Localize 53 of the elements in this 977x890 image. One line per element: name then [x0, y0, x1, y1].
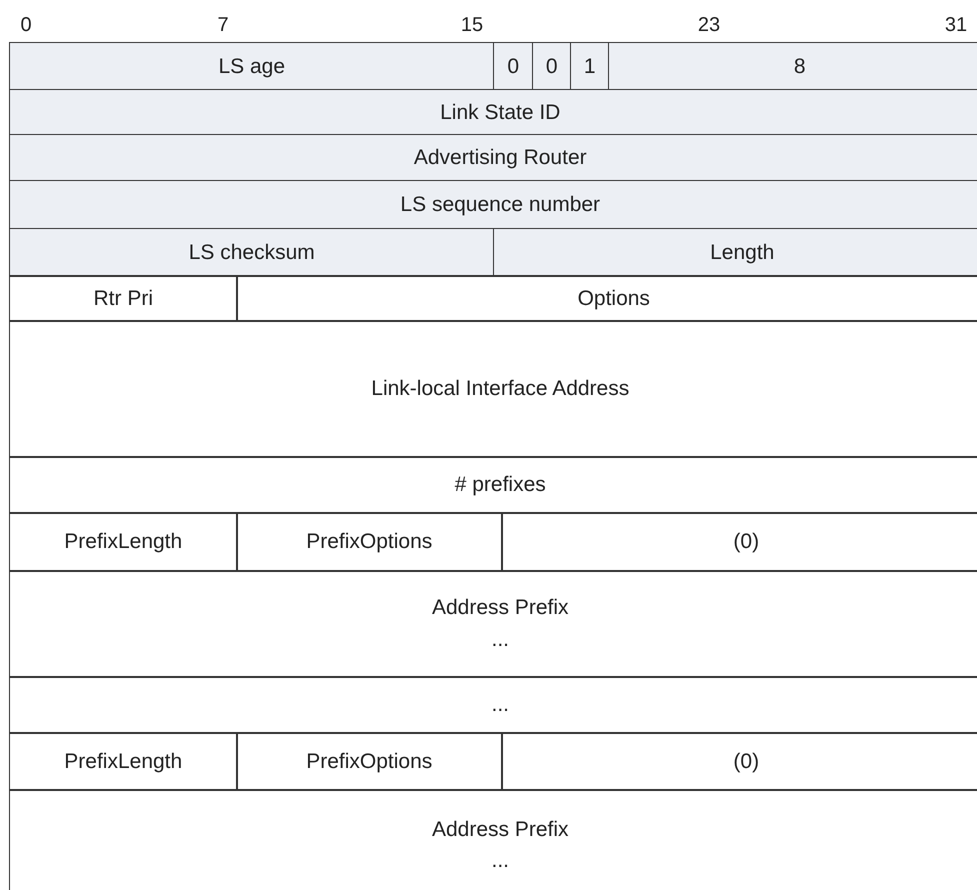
field-cell	[9, 570, 977, 678]
field-label: 0	[546, 54, 558, 80]
field-label: LS sequence number	[400, 192, 600, 218]
field-label: Link-local Interface Address	[371, 376, 630, 402]
field-label: PrefixOptions	[306, 529, 432, 555]
bit-number: 0	[20, 14, 32, 37]
field-cell	[9, 134, 977, 182]
field-label: PrefixLength	[64, 748, 182, 774]
field-cell	[501, 732, 977, 790]
field-label: (0)	[733, 529, 760, 555]
field-cell	[9, 275, 238, 322]
field-label: 8	[794, 54, 806, 80]
field-cell	[9, 676, 977, 734]
field-cell	[236, 275, 977, 322]
field-cell	[9, 42, 494, 90]
bit-number: 31	[944, 14, 968, 37]
field-cell	[9, 732, 238, 790]
field-label: LS age	[218, 54, 286, 80]
field-cell	[9, 228, 494, 276]
field-cell	[9, 180, 977, 230]
field-cell	[608, 42, 977, 90]
field-label: PrefixOptions	[306, 748, 432, 774]
field-cell	[236, 512, 502, 572]
bit-number: 15	[460, 14, 484, 37]
field-cell	[9, 320, 977, 458]
field-cell	[532, 42, 572, 90]
field-label: ...	[491, 626, 509, 653]
field-label: LS checksum	[188, 240, 315, 266]
field-label: ...	[491, 692, 509, 718]
field-label: 0	[507, 54, 520, 80]
field-cell	[236, 732, 502, 790]
field-label: Address Prefix	[432, 816, 569, 843]
field-cell	[9, 456, 977, 514]
field-label: Link State ID	[440, 100, 560, 126]
field-label: # prefixes	[454, 472, 546, 498]
field-label: Options	[578, 286, 650, 312]
field-cell	[570, 42, 610, 90]
field-label: Rtr Pri	[94, 286, 153, 312]
field-label: (0)	[733, 748, 760, 774]
field-cell	[493, 42, 534, 90]
field-label: Length	[710, 240, 774, 266]
field-label: Advertising Router	[414, 145, 587, 171]
field-cell	[9, 789, 977, 890]
field-label: ...	[491, 848, 509, 874]
bit-number: 7	[217, 14, 229, 37]
field-cell	[9, 89, 977, 136]
field-label: 1	[584, 54, 596, 80]
field-cell	[9, 512, 238, 572]
field-label: Address Prefix	[432, 595, 569, 622]
field-cell	[501, 512, 977, 572]
field-cell	[493, 228, 977, 276]
bit-number: 23	[698, 14, 720, 37]
field-label: PrefixLength	[64, 529, 182, 555]
